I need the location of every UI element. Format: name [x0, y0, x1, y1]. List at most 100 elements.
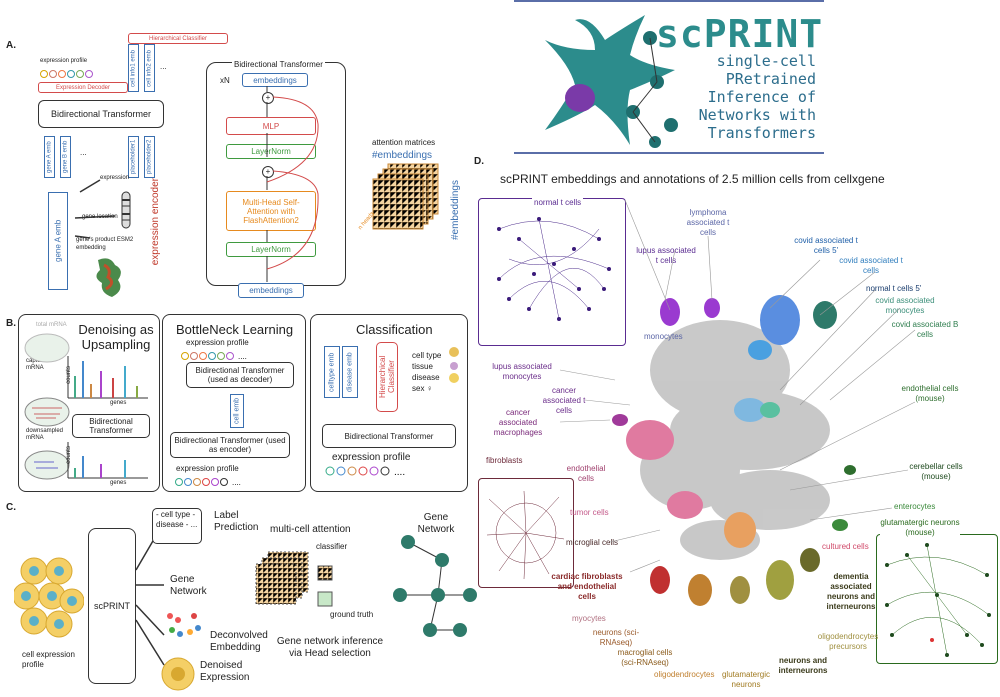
- label-cancer-macrophages: cancer associated macrophages: [493, 408, 543, 437]
- label-covid-monocytes: covid associated monocytes: [875, 296, 935, 315]
- cell-type-list: - cell type - disease - ...: [156, 510, 198, 529]
- chromosome-icon: [118, 190, 134, 235]
- expression-profile-label: expression profile: [40, 58, 88, 64]
- label-lupus-t-cells: lupus associated t cells: [636, 246, 696, 265]
- bottleneck-expr-profile-top: expression profile: [186, 338, 249, 347]
- celltype-emb-token: celltype emb: [324, 346, 340, 398]
- embeddings-count-label: #embeddings: [372, 150, 433, 161]
- label-microglial-cells: microglial cells: [566, 538, 619, 547]
- counts-axis-top: counts: [65, 366, 72, 384]
- label-dementia-neurons: dementia associated neurons and interneu…: [826, 572, 876, 611]
- denoise-transformer-box: Bidirectional Transformer: [72, 414, 150, 438]
- downsampled-mrna-label: downsampled mRNA: [26, 428, 64, 441]
- panel-c-label: C.: [6, 502, 16, 513]
- count-histograms: [60, 356, 150, 491]
- label-neurons-interneurons: neurons and interneurons: [778, 656, 828, 675]
- multi-cell-attention-label: multi-cell attention: [270, 524, 351, 535]
- classification-transformer-box: Bidirectional Transformer: [322, 424, 456, 448]
- deconvolved-embedding-icon: [164, 610, 204, 645]
- add-node-bottom: +: [262, 166, 274, 178]
- fibroblast-network-graph: [486, 490, 565, 580]
- label-myocytes: myocytes: [572, 614, 606, 623]
- logo-line-1: single-cell: [716, 52, 816, 70]
- bottleneck-dots-bottom: ....: [174, 474, 264, 492]
- cell-info2-emb: cell info2 emb: [144, 44, 155, 92]
- svg-text:....: ....: [394, 467, 405, 477]
- label-covid-t-cells-5: covid associated t cells 5': [794, 236, 858, 255]
- logo-line-3: Inference of: [707, 88, 816, 106]
- logo-line-5: Transformers: [707, 124, 816, 142]
- protein-structure-icon: [90, 255, 130, 305]
- counts-axis-bottom: counts: [65, 446, 72, 464]
- cell-info1-emb: cell info1 emb: [128, 44, 139, 92]
- genes-axis-bottom: genes: [110, 480, 127, 486]
- denoising-title: Denoising as Upsampling: [78, 322, 154, 352]
- panel-d-label: D.: [474, 156, 484, 167]
- gene-ellipsis: ...: [80, 148, 87, 157]
- expression-decoder-box: Expression Decoder: [38, 82, 128, 93]
- gene-network-graph: [380, 530, 480, 655]
- bottleneck-dots-top: ....: [180, 348, 270, 366]
- label-fibroblasts: fibroblasts: [484, 456, 525, 465]
- placeholder2-token: placeholder2: [144, 136, 155, 178]
- hierarchical-classifier-box: Hierarchical Classifier: [128, 33, 228, 44]
- cell-info-ellipsis: ...: [160, 62, 167, 71]
- svg-text:....: ....: [232, 478, 241, 487]
- label-enterocytes: enterocytes: [894, 502, 936, 511]
- gene-a-emb-large: gene A emb: [48, 192, 68, 290]
- label-prediction-label: Label Prediction: [214, 510, 259, 533]
- label-lupus-monocytes: lupus associated monocytes: [492, 362, 552, 381]
- glutamatergic-network-graph: [885, 543, 991, 657]
- label-normal-t-cells-5: normal t cells 5': [866, 284, 922, 293]
- label-endothelial-mouse: endothelial cells (mouse): [901, 384, 959, 403]
- neuron-illustration: [535, 10, 685, 155]
- label-normal-t-cells: normal t cells: [532, 198, 584, 207]
- expression-profile-dots: [40, 66, 100, 84]
- mlp-box: MLP: [226, 117, 316, 135]
- cell-type-list-box: [152, 508, 202, 544]
- label-cancer-t-cells: cancer associated t cells: [542, 386, 586, 415]
- expression-input-label: expression: [100, 175, 130, 181]
- attention-matrices-label: attention matrices: [372, 138, 436, 147]
- panel-a-label: A.: [6, 40, 16, 51]
- label-tumor-cells: tumor cells: [570, 508, 609, 517]
- t-cell-network-graph: [497, 217, 611, 321]
- bottleneck-expr-profile-bottom: expression profile: [176, 464, 239, 473]
- panel-d-title: scPRINT embeddings and annotations of 2.…: [500, 172, 885, 186]
- label-cerebellar-mouse: cerebellar cells (mouse): [909, 462, 963, 481]
- xn-label: xN: [220, 76, 230, 85]
- encoder-box: Bidirectional Transformer (used as encod…: [170, 432, 290, 458]
- bidirectional-transformer-box: Bidirectional Transformer: [38, 100, 164, 128]
- glutamatergic-network-inset: [876, 534, 998, 664]
- classification-dots: ....: [324, 464, 434, 482]
- expression-encoder-label: expression encoder: [150, 178, 161, 266]
- label-lymphoma-t-cells: lymphoma associated t cells: [686, 208, 730, 237]
- ground-truth-label: ground truth: [330, 610, 374, 619]
- attention-matrix-stack: [372, 162, 452, 247]
- multi-head-attention-box: Multi-Head Self-Attention with FlashAtte…: [226, 191, 316, 231]
- logo-title: scPRINT: [656, 12, 824, 56]
- classification-outputs: cell type tissue disease sex ♀: [412, 351, 442, 393]
- denoised-expression-label: Denoised Expression: [200, 660, 250, 683]
- layernorm-top-box: LayerNorm: [226, 144, 316, 159]
- mrna-cells-illustration: [22, 330, 72, 485]
- placeholder1-token: placeholder1: [128, 136, 139, 178]
- gene-network-label: Gene Network: [170, 574, 207, 597]
- label-neurons-sci-rnaseq: neurons (sci-RNAseq): [592, 628, 640, 647]
- label-macroglial-sci-rnaseq: macroglial cells (sci-RNAseq): [617, 648, 673, 667]
- encoder-arrows: [70, 178, 150, 263]
- label-covid-b-cells: covid associated B cells: [891, 320, 959, 339]
- deconvolved-embedding-label: Deconvolved Embedding: [210, 630, 268, 653]
- svg-text:....: ....: [238, 352, 247, 361]
- add-node-top: +: [262, 92, 274, 104]
- label-oligodendrocytes: oligodendrocytes: [654, 670, 715, 679]
- gene-network-inference-label: Gene network inference via Head selectio…: [276, 636, 384, 659]
- transformer-detail-title: Bidirectional Transformer: [232, 60, 325, 69]
- label-endothelial-cells: endothelial cells: [566, 464, 606, 483]
- classification-title: Classification: [356, 322, 433, 337]
- hierarchical-classifier-vertical: Hierarchical Classifier: [376, 342, 398, 412]
- bottleneck-title: BottleNeck Learning: [176, 322, 294, 337]
- genes-axis-top: genes: [110, 400, 127, 406]
- embeddings-bottom-box: embeddings: [238, 283, 304, 298]
- logo-bottom-rule: [514, 152, 824, 154]
